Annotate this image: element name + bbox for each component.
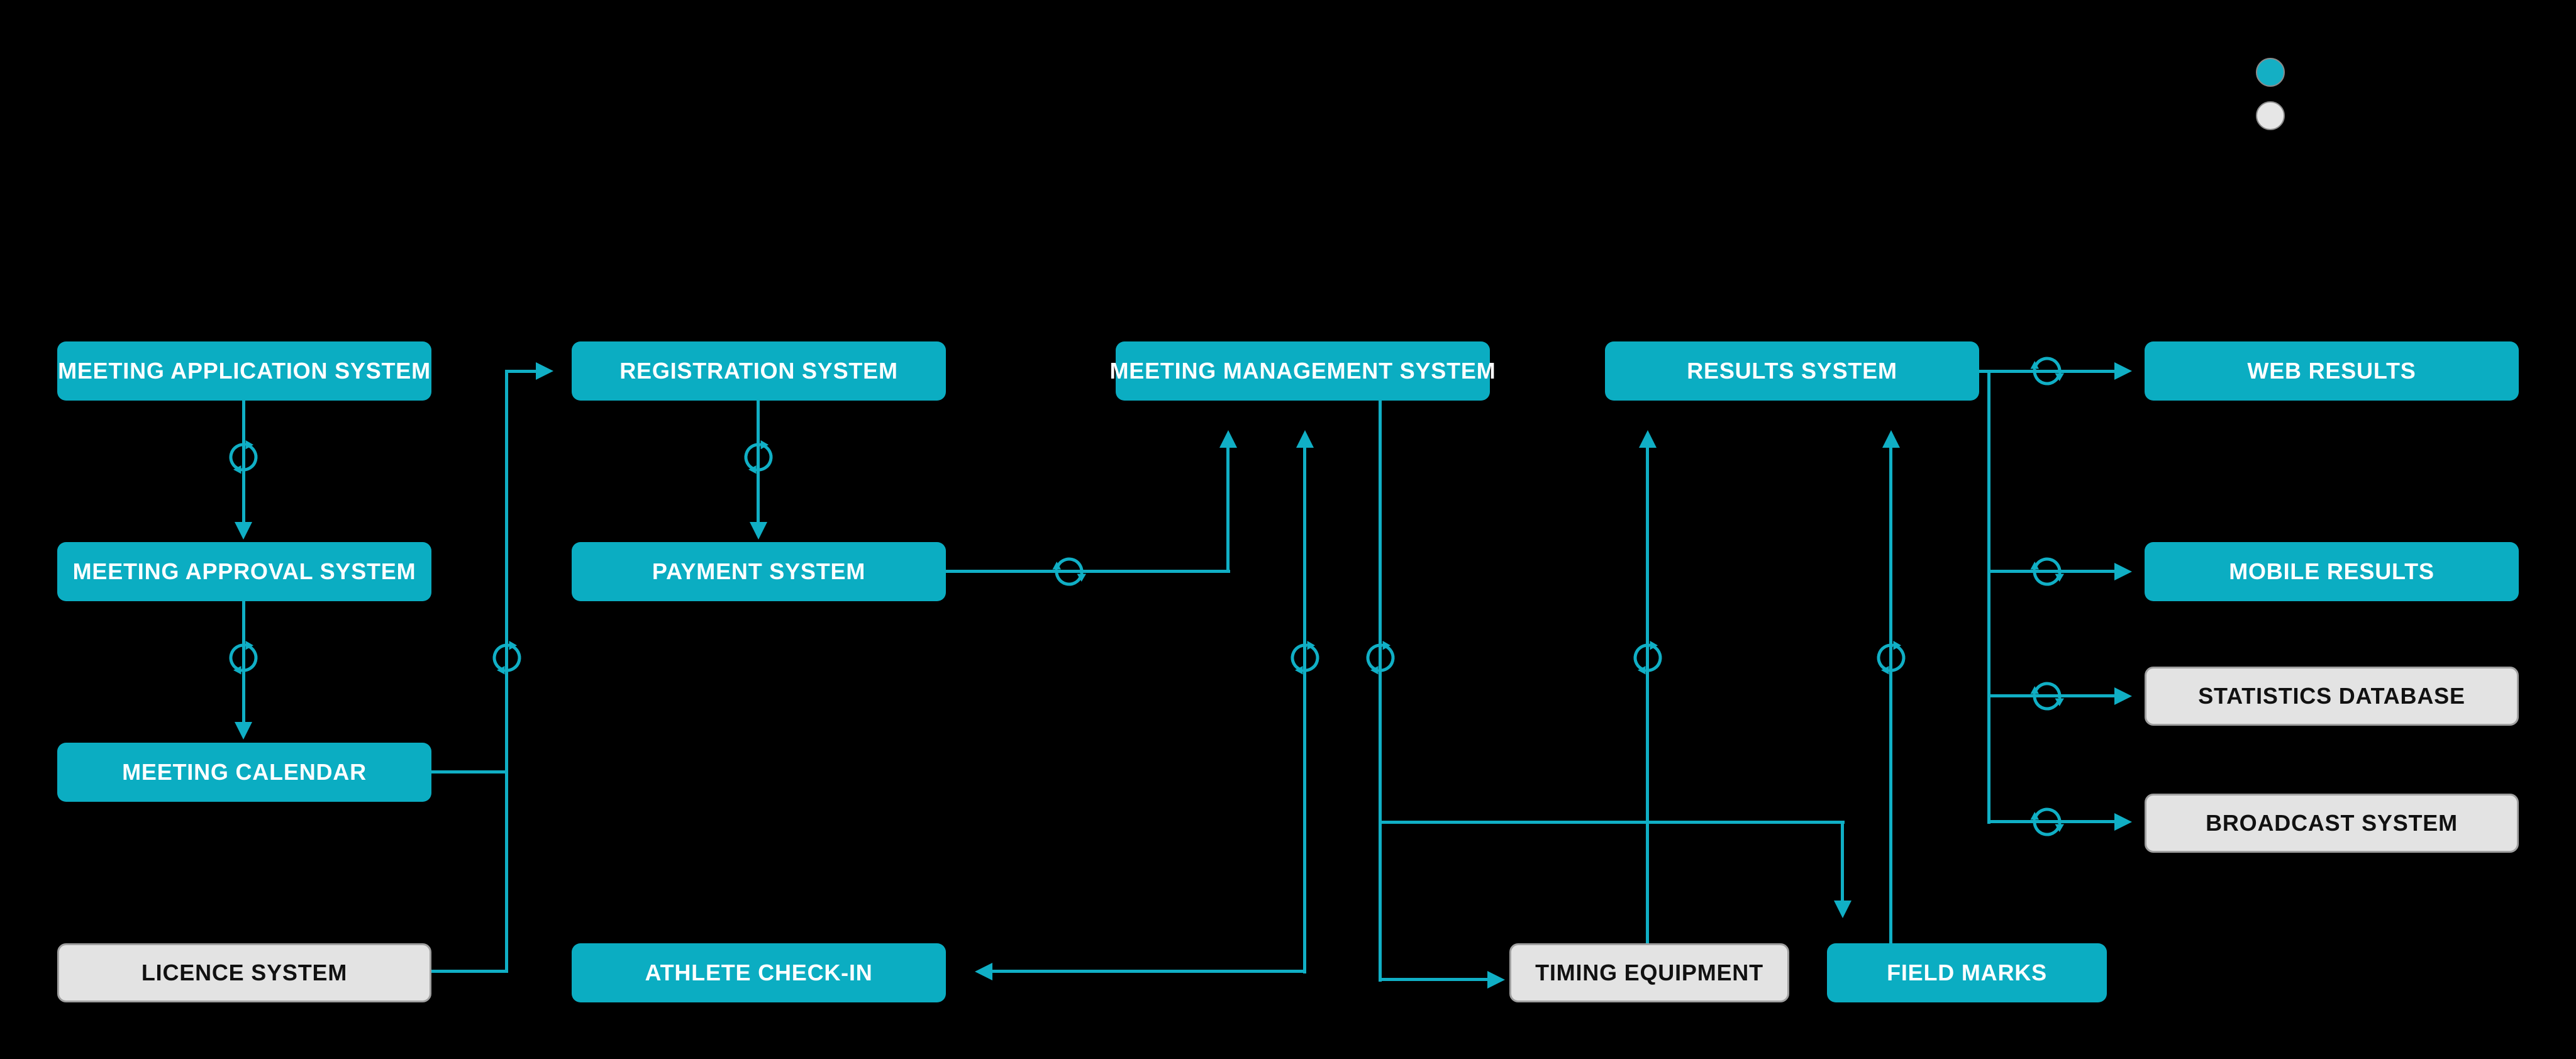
edge-payment-mms-h xyxy=(946,570,1230,573)
sync-icon xyxy=(488,639,526,677)
edge-timing-results xyxy=(1646,448,1649,943)
node-broadcast-system: BROADCAST SYSTEM xyxy=(2145,794,2519,853)
sync-icon xyxy=(1629,639,1667,677)
node-licence-system: LICENCE SYSTEM xyxy=(57,943,431,1002)
edge-approval-calendar xyxy=(242,601,245,722)
node-registration-system: REGISTRATION SYSTEM xyxy=(572,341,946,401)
node-meeting-calendar: MEETING CALENDAR xyxy=(57,743,431,802)
sync-icon xyxy=(740,438,777,476)
edge-trunk-statistics xyxy=(1989,694,2114,697)
edge-mms-fieldmarks-v xyxy=(1841,823,1844,901)
legend-gray-dot xyxy=(2256,101,2285,130)
edge-mms-fieldmarks-h xyxy=(1380,821,1845,824)
node-meeting-management-system: MEETING MANAGEMENT SYSTEM xyxy=(1109,341,1496,401)
node-statistics-database: STATISTICS DATABASE xyxy=(2145,667,2519,726)
arrowhead xyxy=(750,522,767,540)
arrowhead xyxy=(1219,430,1237,448)
node-mobile-results: MOBILE RESULTS xyxy=(2145,542,2519,601)
node-field-marks: FIELD MARKS xyxy=(1827,943,2107,1002)
edge-mms-timing-h xyxy=(1380,978,1487,981)
edge-mms-checkin-v xyxy=(1303,448,1306,973)
sync-icon xyxy=(1362,639,1399,677)
arrowhead xyxy=(2114,813,2132,831)
node-web-results: WEB RESULTS xyxy=(2145,341,2519,401)
edge-trunk-mobile xyxy=(1989,570,2114,573)
sync-icon xyxy=(2028,803,2066,841)
node-meeting-application-system: MEETING APPLICATION SYSTEM xyxy=(57,341,431,401)
node-payment-system: PAYMENT SYSTEM xyxy=(572,542,946,601)
edge-licence-stub xyxy=(431,970,507,973)
edge-right-trunk xyxy=(1987,370,1990,824)
sync-icon xyxy=(1050,553,1088,590)
edge-calendar-stub xyxy=(431,770,507,773)
edge-mms-checkin-h xyxy=(992,970,1305,973)
arrowhead xyxy=(1487,971,1505,989)
legend-teal-dot xyxy=(2256,58,2285,87)
sync-icon xyxy=(2028,352,2066,390)
edge-payment-mms-v xyxy=(1226,448,1230,573)
arrowhead xyxy=(235,722,252,740)
arrowhead xyxy=(975,963,992,980)
arrowhead xyxy=(2114,563,2132,580)
sync-icon xyxy=(225,438,262,476)
arrowhead xyxy=(2114,687,2132,705)
edge-results-web xyxy=(1979,370,2114,373)
sync-icon xyxy=(225,639,262,677)
sync-icon xyxy=(1286,639,1324,677)
arrowhead xyxy=(235,522,252,540)
edge-trunk-broadcast xyxy=(1989,820,2114,823)
arrowhead xyxy=(1882,430,1900,448)
sync-icon xyxy=(2028,553,2066,590)
edge-mms-timing-v xyxy=(1379,401,1382,982)
arrowhead xyxy=(1296,430,1314,448)
node-meeting-approval-system: MEETING APPROVAL SYSTEM xyxy=(57,542,431,601)
edge-trunk-registration xyxy=(507,370,536,373)
edge-application-approval xyxy=(242,401,245,522)
arrowhead xyxy=(536,362,553,380)
sync-icon xyxy=(1872,639,1910,677)
sync-icon xyxy=(2028,677,2066,715)
arrowhead xyxy=(1834,901,1852,918)
node-athlete-check-in: ATHLETE CHECK-IN xyxy=(572,943,946,1002)
arrowhead xyxy=(1639,430,1657,448)
node-timing-equipment: TIMING EQUIPMENT xyxy=(1509,943,1789,1002)
node-results-system: RESULTS SYSTEM xyxy=(1605,341,1979,401)
arrowhead xyxy=(2114,362,2132,380)
edge-fieldmarks-results xyxy=(1889,448,1892,943)
edge-registration-payment xyxy=(757,401,760,522)
